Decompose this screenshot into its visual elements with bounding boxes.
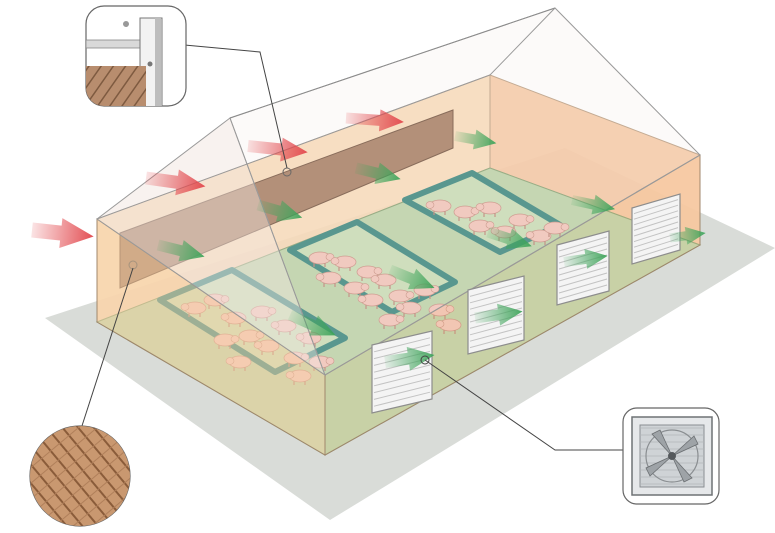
pig-icon — [508, 213, 535, 229]
red-intake-arrow-icon — [247, 137, 308, 162]
pig-icon — [395, 301, 422, 317]
green-airflow-arrow-icon — [563, 249, 608, 269]
pig-icon — [378, 313, 405, 329]
pig-icon — [356, 265, 383, 281]
fan-grill — [640, 427, 704, 485]
green-airflow-arrow-icon — [287, 309, 336, 336]
pig-icon — [435, 318, 462, 334]
pad-edge-detail — [86, 66, 146, 106]
pig-icon — [330, 255, 357, 271]
fan-blade-4 — [645, 455, 673, 477]
green-airflow-arrow-icon — [354, 162, 401, 184]
fan-callout-dot — [420, 355, 430, 365]
callout-lines — [79, 41, 625, 451]
roof-ridge — [229, 7, 556, 119]
exhaust-fan-1 — [371, 330, 433, 414]
green-airflow-arrow-icon — [384, 346, 435, 371]
green-airflow-arrow-icon — [669, 226, 706, 245]
fan-blade-3 — [671, 455, 693, 483]
pig-icon — [525, 229, 552, 245]
pig-icon — [425, 199, 452, 215]
green-airflow-arrow-icon — [486, 226, 532, 250]
fan-blade-2 — [671, 435, 699, 457]
pig-icon — [370, 273, 397, 289]
callout-line-top — [151, 41, 288, 169]
pig-icon — [428, 303, 455, 319]
exhaust-fan-callout — [622, 407, 720, 505]
green-airflow-arrow-icon — [454, 129, 497, 150]
honeycomb-texture — [30, 426, 130, 526]
pig-icon — [315, 271, 342, 287]
frame-post-shadow — [155, 18, 161, 106]
green-airflow-arrow-icon — [570, 194, 616, 215]
cooling-pad-honeycomb-callout — [29, 425, 131, 527]
exhaust-fan-4 — [631, 193, 681, 265]
green-airflow-arrow-icon — [387, 264, 435, 290]
green-airflow-arrow-icon — [156, 239, 205, 262]
callout-line-fan — [424, 359, 625, 451]
green-airflow-arrow-icon — [256, 199, 303, 222]
frame-bolt — [123, 21, 129, 27]
red-intake-arrow-icon — [345, 109, 404, 132]
roof-back-edge — [96, 7, 556, 220]
fan-blades — [645, 429, 699, 483]
callout-line-bottom — [79, 267, 134, 433]
fan-blade-1 — [651, 429, 673, 457]
frame-bolt-2 — [147, 61, 153, 67]
roof-front-edge — [324, 154, 701, 376]
red-intake-arrow-icon — [145, 169, 206, 196]
cooling-pad-frame-callout — [85, 5, 187, 107]
red-intake-arrow-icon — [31, 218, 94, 248]
pig-icon — [357, 293, 384, 309]
pig-icon — [475, 201, 502, 217]
pig-icon — [543, 221, 570, 237]
fan-hub-icon — [668, 452, 676, 460]
arrows-group — [31, 109, 706, 371]
pig-icon — [468, 219, 495, 235]
pig-icon — [308, 251, 335, 267]
green-airflow-arrow-icon — [474, 303, 523, 326]
